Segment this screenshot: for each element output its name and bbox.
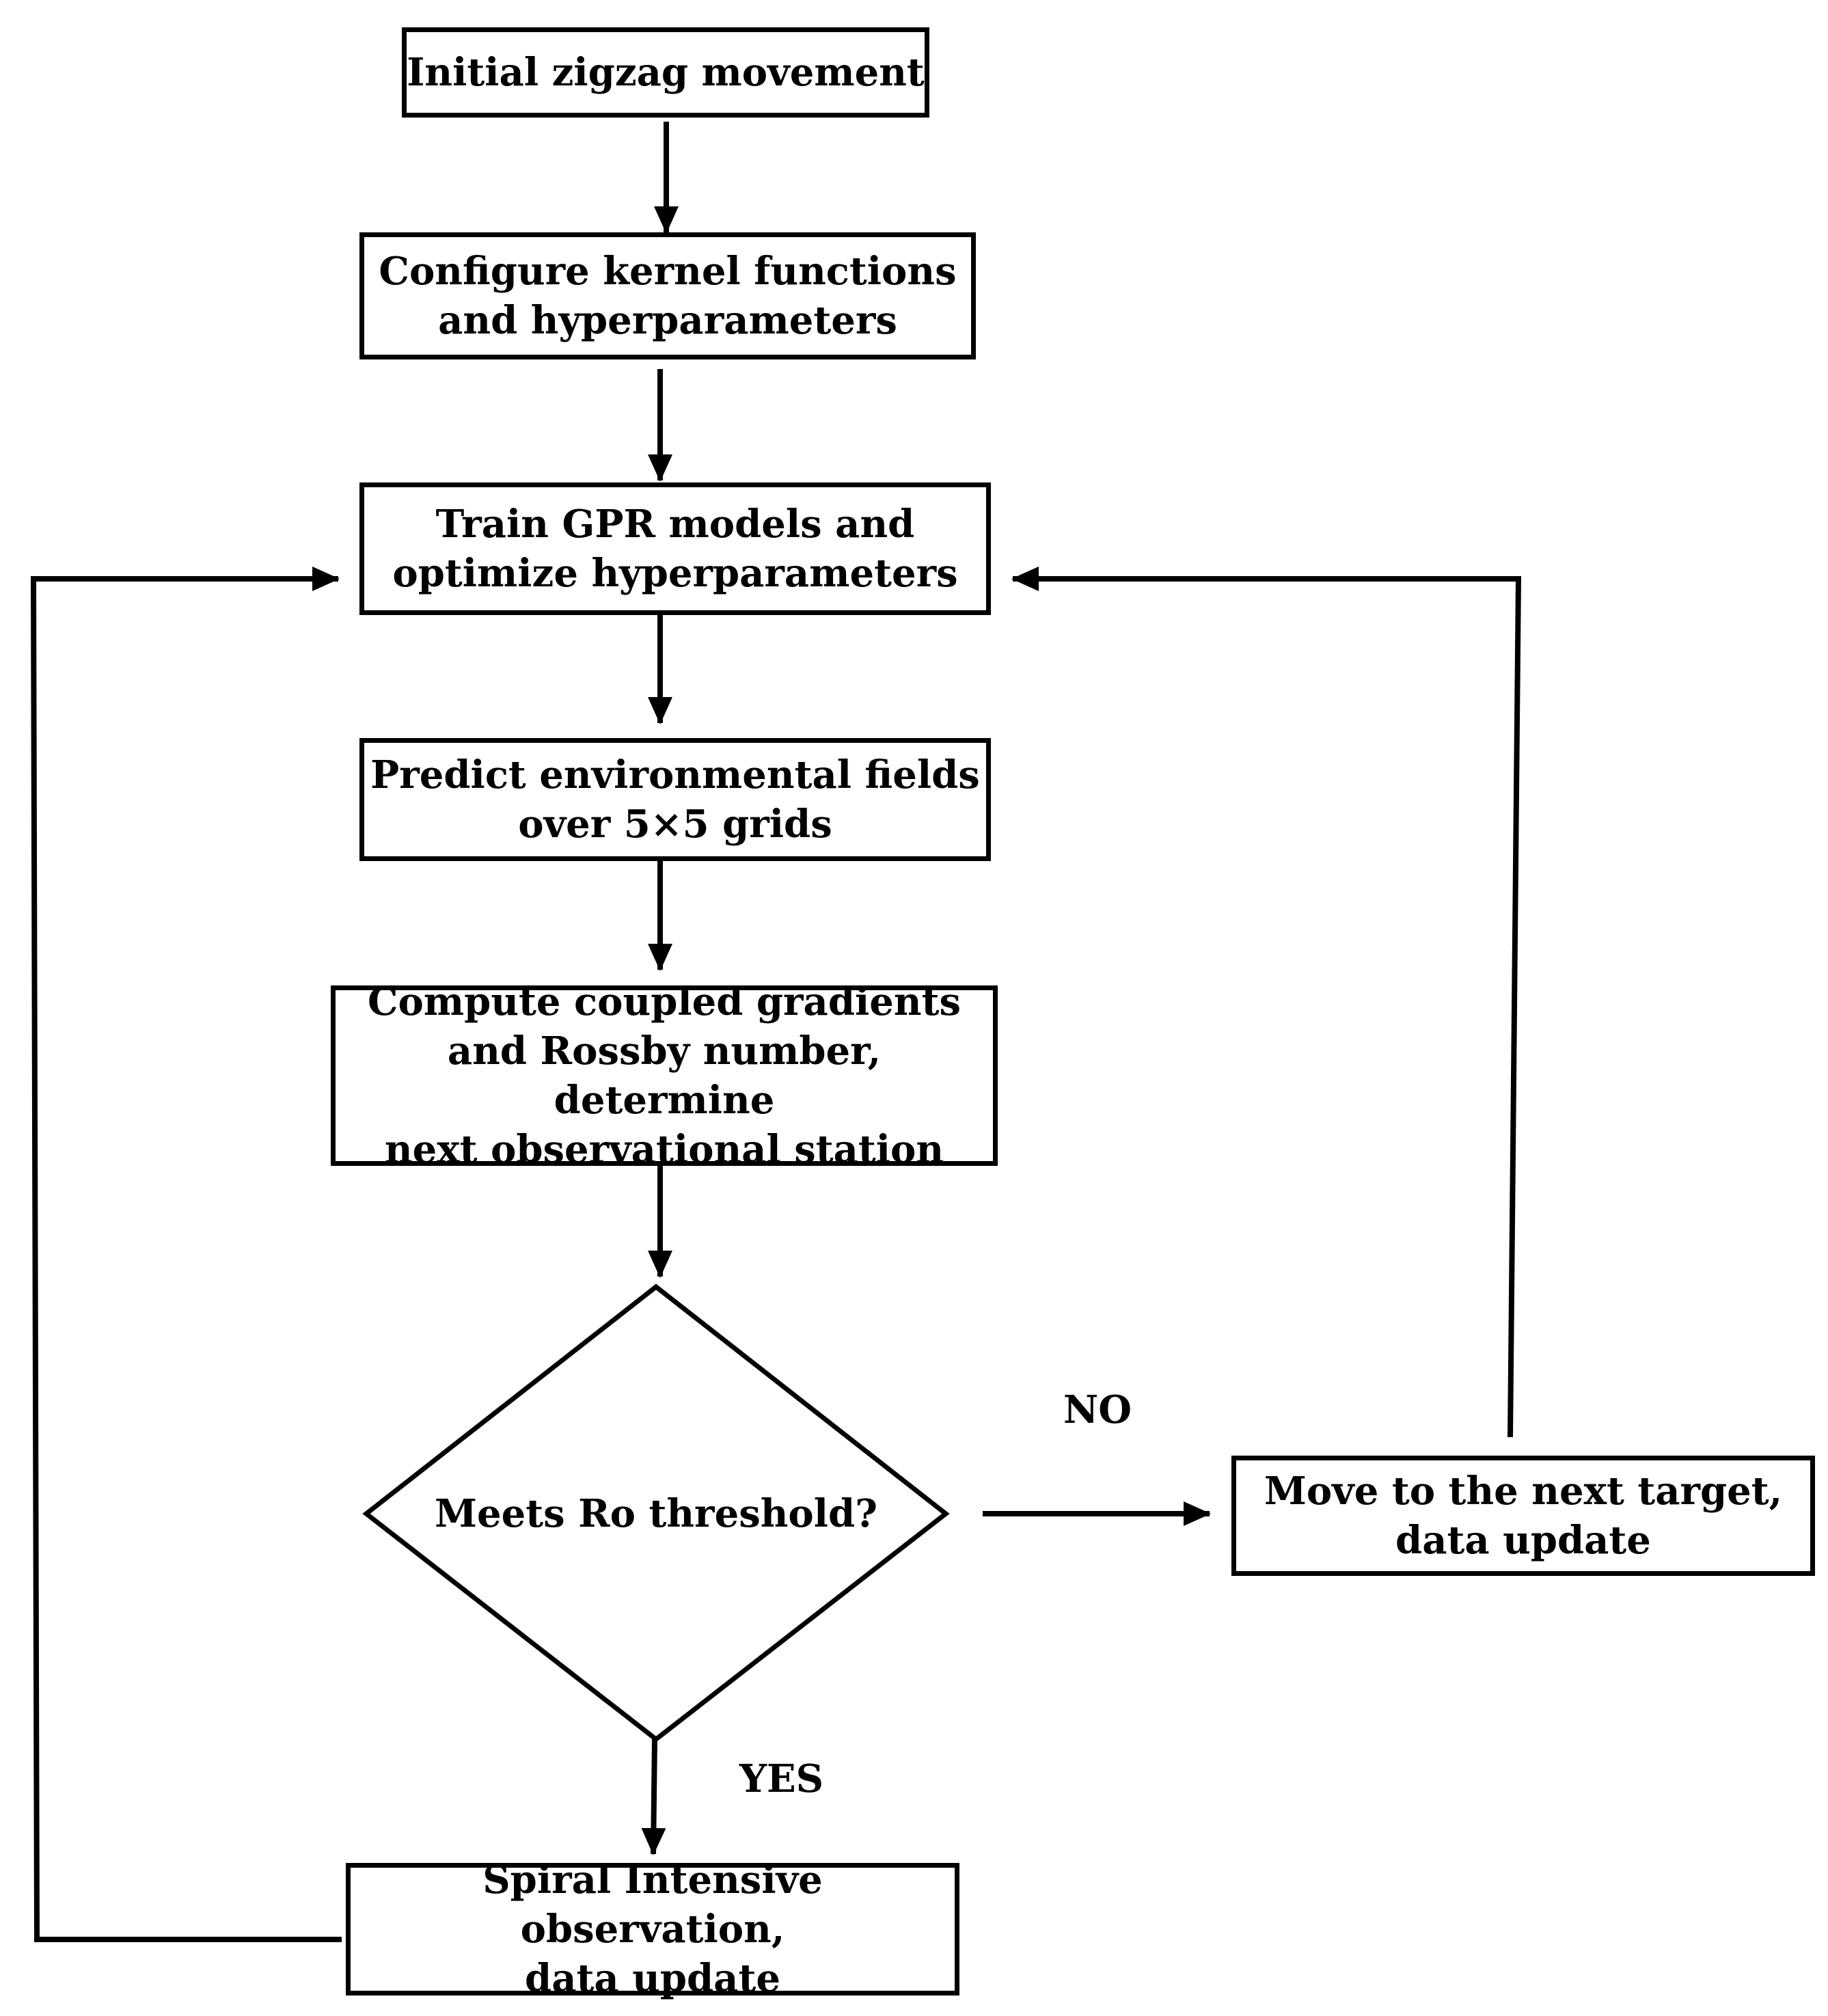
move-next-target-label-line2: data update: [1395, 1518, 1651, 1563]
decision-diamond: [362, 1283, 950, 1743]
predict-fields-label-line2: over 5×5 grids: [518, 802, 832, 847]
compute-gradients-box: Compute coupled gradients and Rossby num…: [331, 979, 998, 1172]
spiral-observation-box: Spiral Intensive observation, data updat…: [346, 1857, 959, 2001]
arrow-decision-to-spiral: [641, 1739, 666, 1855]
move-next-target-box: Move to the next target, data update: [1231, 1456, 1815, 1576]
train-gpr-box: Train GPR models and optimize hyperparam…: [359, 482, 991, 615]
train-gpr-label-line1: Train GPR models and: [435, 502, 915, 547]
initial-zigzag-box: Initial zigzag movement: [402, 27, 929, 118]
configure-kernel-label-line1: Configure kernel functions: [379, 249, 957, 294]
arrow-spiral-to-train-loop: [30, 567, 342, 1942]
configure-kernel-label-line2: and hyperparameters: [438, 298, 897, 343]
predict-fields-box: Predict environmental fields over 5×5 gr…: [359, 738, 991, 861]
train-gpr-label-line2: optimize hyperparameters: [392, 551, 958, 596]
compute-gradients-label-line3: next observational station: [384, 1127, 944, 1172]
edge-label-yes: YES: [739, 1756, 824, 1801]
decision-label: Meets Ro threshold?: [434, 1491, 878, 1536]
move-next-target-label-line1: Move to the next target,: [1264, 1469, 1783, 1514]
edge-label-no: NO: [1063, 1387, 1132, 1432]
compute-gradients-label-line2: and Rossby number, determine: [447, 1029, 882, 1123]
initial-zigzag-label: Initial zigzag movement: [407, 50, 925, 95]
spiral-observation-label-line2: data update: [525, 1956, 780, 2001]
configure-kernel-box: Configure kernel functions and hyperpara…: [359, 232, 976, 359]
arrow-move-to-train-loop: [1011, 567, 1522, 1438]
predict-fields-label-line1: Predict environmental fields: [370, 752, 980, 798]
decision-label-container: Meets Ro threshold?: [410, 1480, 902, 1548]
spiral-observation-label-line1: Spiral Intensive observation,: [482, 1857, 823, 1952]
compute-gradients-label-line1: Compute coupled gradients: [367, 979, 961, 1024]
